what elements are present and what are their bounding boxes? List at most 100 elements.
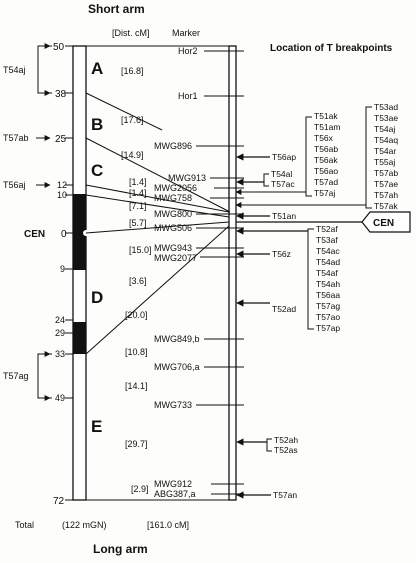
section-d: D (91, 288, 103, 307)
bp-g1c2-3: T54aj (374, 124, 395, 134)
breakpoint-brackets (235, 106, 372, 209)
pos-49: 49 (55, 393, 65, 403)
dist-14: [2.9] (131, 484, 149, 494)
left-label-t57ab: T57ab (3, 133, 29, 143)
marker-7: MWG800 (154, 209, 192, 219)
breakpoint-group-2: T52af T53af T54ac T54ad T54af T54ah T56a… (316, 224, 340, 333)
bp-g2-10: T57ap (316, 323, 340, 333)
marker-5: MWG2056 (154, 183, 197, 193)
position-ticks (65, 45, 73, 501)
footer-total-mgn: (122 mGN) (62, 520, 107, 530)
dist-5: [1.4] (129, 188, 147, 198)
pos-12: 12 (57, 180, 67, 190)
section-c: C (91, 161, 103, 180)
section-b: B (91, 115, 103, 134)
bp-g1c1-2: T51am (314, 122, 340, 132)
physical-chromosome-bar (72, 45, 87, 501)
linkage-map-bar (228, 45, 237, 501)
bp-g1c2-10: T57ak (374, 201, 398, 211)
bp-g2-1: T52af (316, 224, 338, 234)
bp-g1c1-6: T56ao (314, 166, 338, 176)
pos-33: 33 (55, 349, 65, 359)
bp-g1c1-3: T56x (314, 133, 334, 143)
bp-g1c2-7: T57ab (374, 168, 398, 178)
breakpoint-group-1-col2: T53ad T53ae T54aj T54aq T54ar T55aj T57a… (374, 102, 398, 211)
bp-t56ap: T56ap (272, 152, 296, 162)
bp-g1c2-1: T53ad (374, 102, 398, 112)
bp-g1c1-1: T51ak (314, 111, 338, 121)
left-brackets (36, 43, 52, 401)
bp-g1c1-7: T57ad (314, 177, 338, 187)
dist-3: [14.9] (121, 150, 144, 160)
pos-0: 0 (61, 229, 67, 240)
bp-g1c2-9: T57ah (374, 190, 398, 200)
bp-t52as: T52as (274, 445, 298, 455)
marker-13: MWG733 (154, 400, 192, 410)
bp-g1c2-6: T55aj (374, 157, 395, 167)
marker-10: MWG2077 (154, 253, 197, 263)
bp-g2-8: T57ag (316, 301, 340, 311)
footer-total: Total (15, 520, 34, 530)
marker-2: Hor1 (178, 91, 198, 101)
dist-12: [14.1] (125, 381, 148, 391)
marker-3: MWG896 (154, 141, 192, 151)
location-title: Location of T breakpoints (270, 43, 393, 54)
pos-10: 10 (57, 190, 67, 200)
marker-ticks (196, 50, 244, 495)
bp-g1c2-2: T53ae (374, 113, 398, 123)
bp-t52ad: T52ad (272, 304, 296, 314)
footer-total-cm: [161.0 cM] (147, 520, 189, 530)
dist-7: [5.7] (129, 218, 147, 228)
marker-4: MWG913 (168, 173, 206, 183)
section-e: E (91, 417, 102, 436)
bracket-t54al (263, 173, 269, 187)
bp-g2-9: T57ao (316, 312, 340, 322)
left-label-t54aj: T54aj (3, 65, 26, 75)
bp-g2-6: T54ah (316, 279, 340, 289)
bp-g2-7: T56aa (316, 290, 340, 300)
marker-1: Hor2 (178, 46, 198, 56)
bp-g1c1-4: T56ab (314, 144, 338, 154)
pos-9: 9 (60, 264, 65, 274)
bp-t51an: T51an (272, 211, 296, 221)
bp-g1c1-5: T56ak (314, 155, 338, 165)
dist-8: [15.0] (129, 245, 152, 255)
pos-38: 38 (55, 89, 67, 100)
bottom-title: Long arm (93, 542, 148, 556)
left-label-t56aj: T56aj (3, 180, 26, 190)
marker-9: MWG943 (154, 243, 192, 253)
connector-lines (85, 45, 231, 501)
cen-left-label: CEN (24, 229, 45, 240)
pos-50: 50 (53, 42, 65, 53)
dist-11: [10.8] (125, 347, 148, 357)
bp-g2-3: T54ac (316, 246, 340, 256)
bp-t57ac: T57ac (271, 179, 295, 189)
marker-6: MWG758 (154, 193, 192, 203)
marker-14: MWG912 (154, 479, 192, 489)
bp-g2-5: T54af (316, 268, 338, 278)
bp-g1c2-4: T54aq (374, 135, 398, 145)
bp-t57an: T57an (273, 490, 297, 500)
centromere-block (73, 194, 86, 270)
dist-column-header: [Dist. cM] (112, 28, 150, 38)
dist-4: [1.4] (129, 177, 147, 187)
dist-13: [29.7] (125, 439, 148, 449)
bracket-t52ah (266, 438, 272, 452)
pos-72: 72 (53, 496, 65, 507)
dist-1: [16.8] (121, 66, 144, 76)
bracket-group-2 (307, 228, 314, 330)
bp-g2-4: T54ad (316, 257, 340, 267)
pos-25: 25 (55, 134, 67, 145)
bp-t52ah: T52ah (274, 435, 298, 445)
dist-9: [3.6] (129, 276, 147, 286)
pos-24: 24 (55, 315, 65, 325)
marker-12: MWG706,a (154, 362, 200, 372)
left-label-t57ag: T57ag (3, 371, 29, 381)
pos-29: 29 (55, 328, 65, 338)
bp-g1c2-5: T54ar (374, 146, 396, 156)
bp-g1c1-8: T57aj (314, 188, 335, 198)
marker-column-header: Marker (172, 28, 200, 38)
heterochromatin-block (73, 322, 86, 354)
dist-10: [20.0] (125, 310, 148, 320)
